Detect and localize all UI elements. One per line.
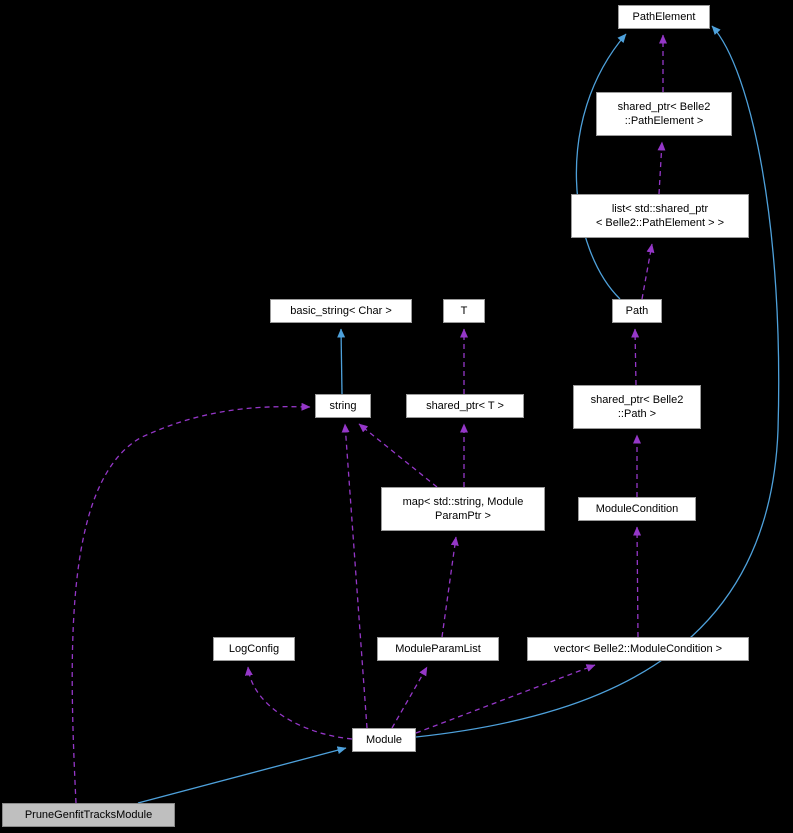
edge-list-uses-sharedptrpe [657,141,666,195]
edge-path-inherits-pathelement [575,33,627,300]
node-vector-modulecondition[interactable]: vector< Belle2::ModuleCondition > [527,637,749,661]
edge-sharedptrpath-uses-path [631,328,640,386]
edge-vector-uses-modulecondition [633,526,642,638]
node-shared-ptr-pathelement[interactable]: shared_ptr< Belle2 ::PathElement > [596,92,732,136]
node-shared-ptr-t[interactable]: shared_ptr< T > [406,394,524,418]
edge-string-inherits-basicstring [337,328,346,395]
edge-module-inherits-pathelement [415,25,780,738]
node-shared-ptr-path[interactable]: shared_ptr< Belle2 ::Path > [573,385,701,429]
edge-path-uses-list [641,243,655,300]
edge-module-uses-string [341,423,368,729]
node-path[interactable]: Path [612,299,662,323]
node-pathelement[interactable]: PathElement [618,5,710,29]
edge-map-uses-string [358,423,438,488]
edge-module-uses-vector [415,664,596,734]
node-moduleparamlist[interactable]: ModuleParamList [377,637,499,661]
node-modulecondition[interactable]: ModuleCondition [578,497,696,521]
node-logconfig[interactable]: LogConfig [213,637,295,661]
edge-moduleparamlist-uses-map [441,536,459,638]
node-prunegenfittracksmodule: PruneGenfitTracksModule [2,803,175,827]
edge-prune-uses-string [71,402,311,804]
edge-prune-inherits-module [137,746,347,804]
node-string[interactable]: string [315,394,371,418]
node-module[interactable]: Module [352,728,416,752]
node-list-shared-ptr-pathelement[interactable]: list< std::shared_ptr < Belle2::PathElem… [571,194,749,238]
node-basic-string[interactable]: basic_string< Char > [270,299,412,323]
edge-module-uses-moduleparamlist [391,666,428,729]
edge-module-uses-logconfig [244,666,353,740]
node-map-string-moduleparamptr[interactable]: map< std::string, Module ParamPtr > [381,487,545,531]
node-t[interactable]: T [443,299,485,323]
